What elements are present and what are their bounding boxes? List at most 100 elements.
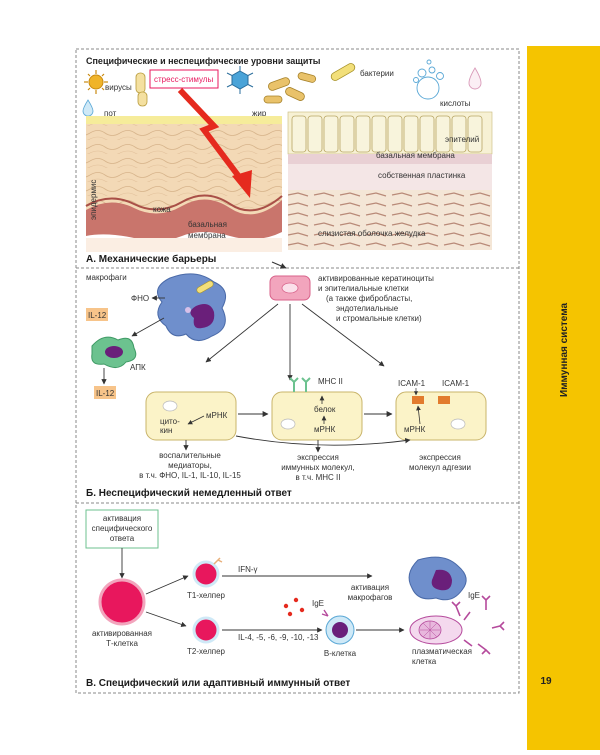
label-immune-2: иммунных молекул, bbox=[281, 463, 355, 472]
label-tnf: ФНО bbox=[131, 294, 149, 303]
label-activated-2: Т-клетка bbox=[106, 639, 138, 648]
sweat-drop-icon bbox=[82, 99, 94, 117]
label-macrophage-activation-1: активация bbox=[351, 583, 389, 592]
label-icam-right: ICAM-1 bbox=[442, 379, 470, 388]
stomach-mucosa-illustration bbox=[287, 111, 493, 250]
label-sweat: пот bbox=[104, 109, 117, 118]
t1-helper-cell bbox=[192, 560, 220, 588]
t1-receptor-icon bbox=[213, 557, 223, 565]
label-epithelium: эпителий bbox=[445, 135, 479, 144]
label-icam-left: ICAM-1 bbox=[398, 379, 426, 388]
icam-molecule-left bbox=[412, 396, 424, 404]
arrow-mrna-icam bbox=[416, 405, 421, 425]
arrow-tcell-t2 bbox=[145, 611, 187, 627]
label-epidermis: эпидермис bbox=[89, 180, 98, 220]
icam-molecule-right bbox=[438, 396, 450, 404]
virus-icon bbox=[84, 70, 108, 94]
plasma-cell bbox=[409, 615, 463, 645]
label-viruses: вирусы bbox=[105, 83, 132, 92]
label-apc: АПК bbox=[130, 363, 146, 372]
label-basal-membrane-skin-1: базальная bbox=[188, 220, 227, 229]
keratinocyte-cell bbox=[269, 275, 311, 301]
il12-box-top bbox=[86, 308, 108, 321]
arrow-mrna-cytokine bbox=[187, 415, 205, 425]
activated-t-cell bbox=[98, 578, 146, 626]
label-t2-helper: Т2-хелпер bbox=[187, 647, 226, 656]
arrow-cell1-to-cell3 bbox=[235, 435, 411, 446]
cell-box-mhc bbox=[271, 391, 363, 441]
label-interleukins: IL-4, -5, -6, -9, -10, -13 bbox=[238, 633, 319, 642]
label-basal-membrane-skin-2: мембрана bbox=[188, 231, 226, 240]
cell1-nucleus bbox=[162, 400, 178, 412]
label-il12-bottom: IL-12 bbox=[96, 389, 115, 398]
label-ige-plasma: IgE bbox=[468, 591, 480, 600]
section-c-title: В. Специфический или адаптивный иммунный… bbox=[86, 677, 350, 689]
page-number: 19 bbox=[540, 676, 552, 687]
label-inflammatory-1: воспалительные bbox=[159, 451, 221, 460]
arrow-tcell-t1 bbox=[145, 575, 189, 595]
label-bacteria: бактерии bbox=[360, 69, 394, 78]
cell2-nucleus bbox=[280, 418, 296, 430]
stress-arrowhead bbox=[232, 170, 252, 198]
diagram-frame bbox=[75, 48, 520, 694]
label-inflammatory-3: в т.ч. ФНО, IL-1, IL-10, IL-15 bbox=[139, 471, 241, 480]
hexagon-virus-icon bbox=[226, 66, 254, 94]
label-cytokine-1: цито- bbox=[160, 417, 180, 426]
arrow-macrophage-apc bbox=[131, 317, 165, 337]
mhc-receptor-icon bbox=[289, 377, 311, 392]
acid-bubbles-icon bbox=[413, 59, 444, 100]
activated-macrophage-cell bbox=[408, 556, 467, 601]
chain-virus-icon bbox=[135, 72, 148, 107]
label-mhc: MHC II bbox=[318, 377, 343, 386]
macrophage-cell bbox=[157, 273, 227, 341]
stress-arrow bbox=[177, 87, 243, 180]
arrow-a-to-b bbox=[271, 261, 287, 269]
bacteria-icon bbox=[263, 63, 356, 104]
t2-helper-cell bbox=[192, 616, 220, 644]
label-macrophage-activation-2: макрофагов bbox=[348, 593, 393, 602]
sidebar-banner bbox=[527, 46, 600, 750]
label-keratinocytes-5: и стромальные клетки) bbox=[336, 314, 422, 323]
label-activation-1: активация bbox=[103, 514, 141, 523]
label-lamina-propria: собственная пластинка bbox=[378, 171, 466, 180]
label-macrophages: макрофаги bbox=[86, 273, 127, 282]
il12-box-bottom bbox=[94, 386, 116, 399]
label-basal-membrane-stomach: базальная мембрана bbox=[376, 151, 455, 160]
label-t1-helper: Т1-хелпер bbox=[187, 591, 226, 600]
sidebar-title: Иммунная система bbox=[559, 303, 570, 398]
label-immune-1: экспрессия bbox=[297, 453, 339, 462]
label-plasma-1: плазматическая bbox=[412, 647, 472, 656]
label-mrna-1: мРНК bbox=[206, 411, 228, 420]
ige-antibody-icons bbox=[451, 595, 505, 655]
label-keratinocytes-3: (а также фибробласты, bbox=[326, 294, 412, 303]
label-keratinocytes-4: эндотелиальные bbox=[336, 304, 399, 313]
label-activated-1: активированная bbox=[92, 629, 152, 638]
section-a-title: А. Механические барьеры bbox=[86, 253, 216, 265]
label-activation-2: специфического bbox=[92, 524, 153, 533]
specific-response-box bbox=[85, 509, 159, 549]
label-il12-top: IL-12 bbox=[88, 311, 107, 320]
label-adhesion-2: молекул адгезии bbox=[409, 463, 471, 472]
arrow-kerat-cell1 bbox=[205, 303, 279, 363]
label-plasma-2: клетка bbox=[412, 657, 437, 666]
page-number-tab bbox=[527, 650, 600, 706]
label-inflammatory-2: медиаторы, bbox=[168, 461, 212, 470]
label-skin: кожа bbox=[153, 205, 171, 214]
label-keratinocytes-2: и эпителиальные клетки bbox=[318, 284, 409, 293]
cytokine-dots bbox=[283, 597, 305, 617]
label-ige-bcell: IgE bbox=[312, 599, 324, 608]
stress-stimuli-box bbox=[149, 69, 219, 89]
panel-a-title: Специфические и неспецифические уровни з… bbox=[86, 56, 321, 66]
label-protein: белок bbox=[314, 405, 336, 414]
label-stress-stimuli: стресс-стимулы bbox=[154, 75, 213, 84]
label-mrna-2: мРНК bbox=[314, 425, 336, 434]
cell3-nucleus bbox=[450, 418, 466, 430]
skin-illustration bbox=[85, 116, 283, 252]
apc-cell bbox=[91, 336, 137, 368]
label-stomach-mucosa: слизистая оболочка желудка bbox=[318, 229, 426, 238]
label-ifn-gamma: IFN-γ bbox=[238, 565, 258, 574]
label-activation-3: ответа bbox=[110, 534, 135, 543]
label-acids: кислоты bbox=[440, 99, 471, 108]
